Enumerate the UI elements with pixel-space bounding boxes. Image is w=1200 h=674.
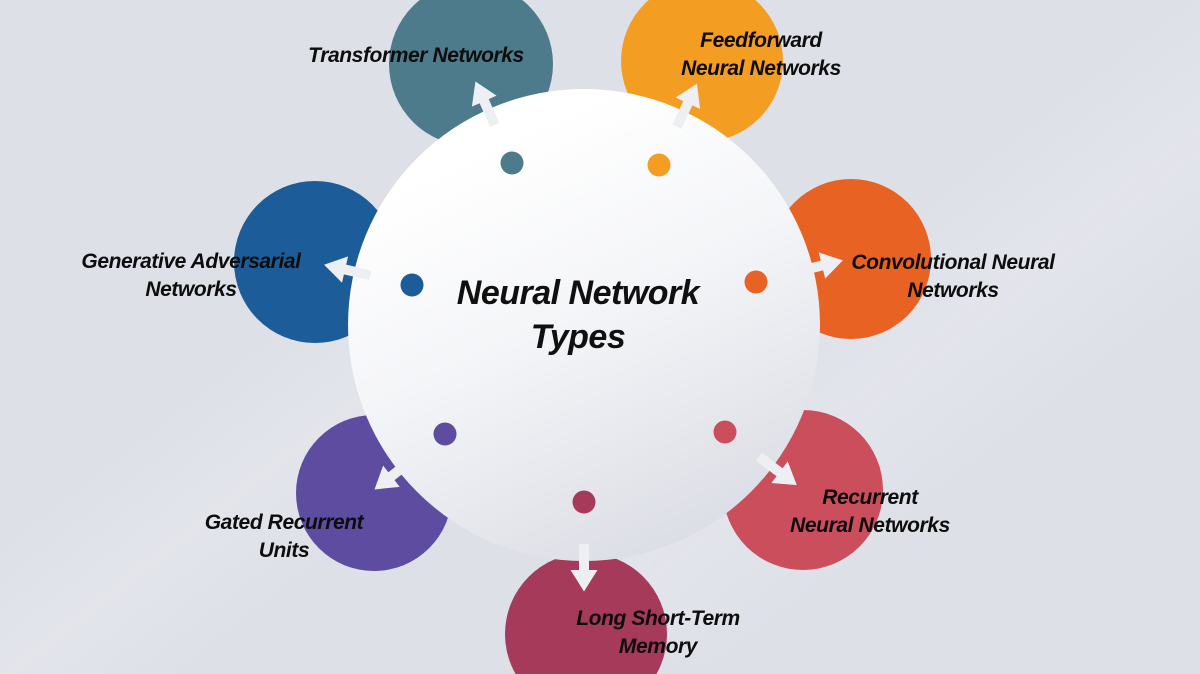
rim-dot-feedforward-neural-networks: [647, 153, 671, 177]
center-circle: [348, 89, 820, 561]
rim-dot-gated-recurrent-units: [433, 422, 457, 446]
outward-arrow-icon-recurrent-neural-networks: [750, 446, 805, 497]
node-label-line: Networks: [907, 279, 999, 302]
node-label-line: Neural Networks: [681, 57, 841, 80]
outward-arrow-icon-generative-adversarial-networks: [321, 251, 374, 289]
node-label-line: Neural Networks: [790, 514, 950, 537]
node-label-line: Gated Recurrent: [204, 511, 364, 534]
node-label-line: Networks: [145, 278, 237, 301]
node-label-line: Long Short-Term: [576, 607, 740, 630]
outward-arrow-icon-convolutional-neural-networks: [793, 247, 846, 286]
rim-dot-convolutional-neural-networks: [744, 270, 768, 294]
node-label-line: Transformer Networks: [308, 44, 524, 67]
rim-dot-recurrent-neural-networks: [713, 420, 737, 444]
outward-arrow-icon-transformer-networks: [463, 75, 508, 130]
node-label-line: Recurrent: [822, 486, 918, 509]
node-label-transformer-networks: Transformer Networks: [308, 42, 524, 70]
node-label-line: Units: [258, 539, 310, 562]
rim-dot-long-short-term-memory: [572, 490, 596, 514]
diagram-title: Neural Network Types: [456, 271, 700, 359]
rim-dot-generative-adversarial-networks: [400, 273, 424, 297]
node-label-line: Feedforward: [700, 29, 822, 52]
outward-arrow-icon-long-short-term-memory: [570, 544, 598, 592]
diagram-title-line2: Types: [530, 318, 626, 356]
diagram-title-line1: Neural Network: [456, 274, 700, 312]
outward-arrow-icon-feedforward-neural-networks: [664, 77, 710, 132]
outward-arrow-icon-gated-recurrent-units: [365, 449, 420, 501]
node-label-line: Memory: [618, 635, 698, 658]
rim-dot-transformer-networks: [500, 151, 524, 175]
node-label-line: Generative Adversarial: [81, 250, 301, 273]
node-label-line: Convolutional Neural: [851, 251, 1055, 274]
